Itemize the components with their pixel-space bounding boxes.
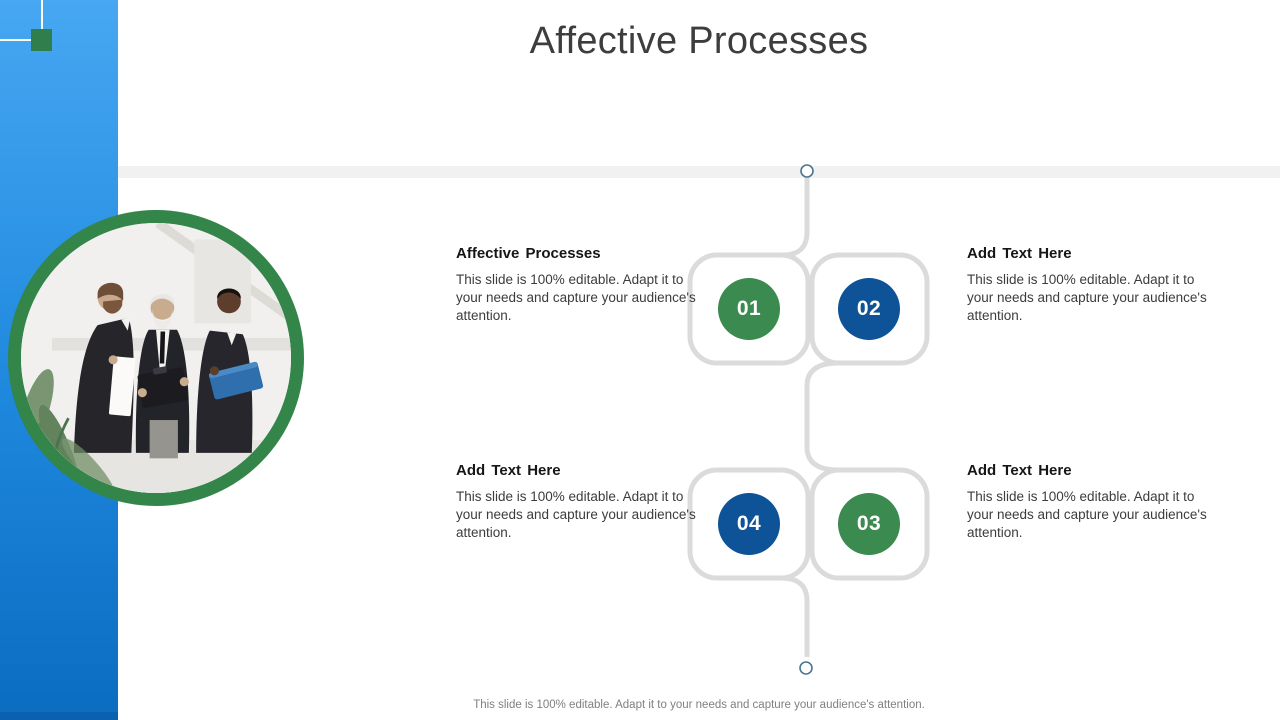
step-circle-04: 04 (718, 493, 780, 555)
text-block-step-02: Add Text Here This slide is 100% editabl… (967, 245, 1209, 324)
step-circle-01: 01 (718, 278, 780, 340)
figure-left-man (73, 282, 136, 453)
text-block-heading: Affective Processes (456, 245, 601, 262)
text-block-heading: Add Text Here (456, 462, 561, 479)
connector-top-stub (782, 177, 810, 258)
divider-band (118, 166, 1280, 178)
figure-right-man (196, 288, 264, 453)
text-block-step-01: Affective Processes This slide is 100% e… (456, 245, 698, 324)
text-block-body: This slide is 100% editable. Adapt it to… (456, 272, 696, 323)
connector-endpoint-bottom-icon (799, 661, 813, 675)
team-photo-illustration (21, 223, 291, 493)
slide-title: Affective Processes (529, 20, 869, 62)
team-photo (8, 210, 304, 506)
crosshair-green-square-icon (31, 29, 52, 51)
text-block-step-03: Add Text Here This slide is 100% editabl… (967, 462, 1209, 541)
figure-middle-man (135, 294, 190, 459)
connector-middle-s (804, 360, 839, 473)
sidebar-bottom-strip (0, 712, 118, 720)
text-block-body: This slide is 100% editable. Adapt it to… (967, 489, 1207, 540)
text-block-heading: Add Text Here (967, 462, 1072, 479)
step-circle-03: 03 (838, 493, 900, 555)
text-block-body: This slide is 100% editable. Adapt it to… (967, 272, 1207, 323)
step-circle-02: 02 (838, 278, 900, 340)
footer-note: This slide is 100% editable. Adapt it to… (473, 699, 925, 711)
text-block-body: This slide is 100% editable. Adapt it to… (456, 489, 696, 540)
crosshair-horizontal-line (0, 39, 32, 41)
connector-bottom-stub (780, 575, 810, 657)
text-block-step-04: Add Text Here This slide is 100% editabl… (456, 462, 698, 541)
crosshair-vertical-line (41, 0, 43, 30)
text-block-heading: Add Text Here (967, 245, 1072, 262)
